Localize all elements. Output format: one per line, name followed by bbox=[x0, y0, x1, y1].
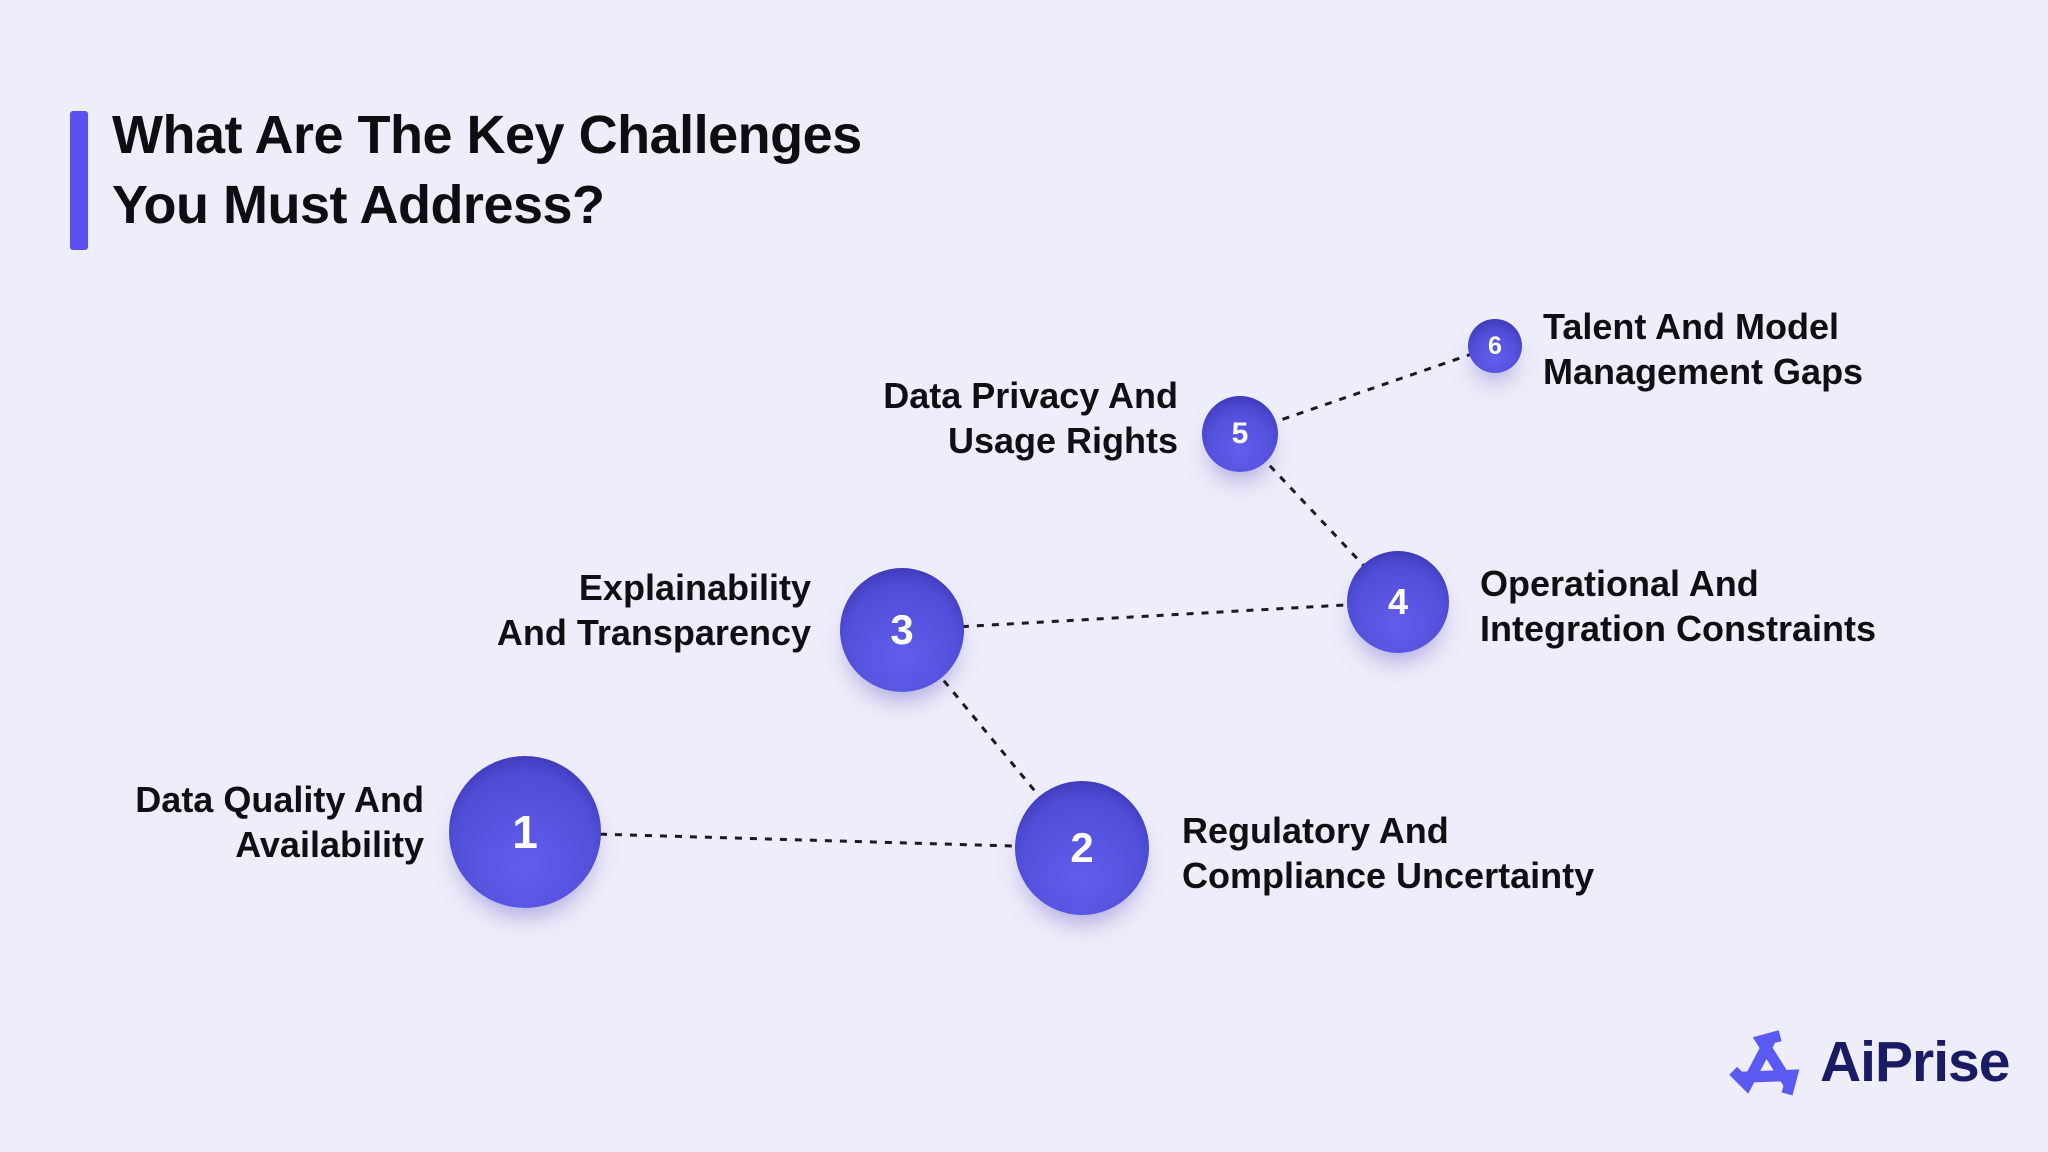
challenge-circle-6: 6 bbox=[1468, 319, 1522, 373]
challenge-label-6-line2: Management Gaps bbox=[1543, 351, 1864, 392]
challenge-circle-2: 2 bbox=[1015, 781, 1149, 915]
challenge-label-5-line1: Data Privacy And bbox=[883, 375, 1178, 416]
connector-line-5-6 bbox=[1239, 344, 1496, 436]
challenge-label-4-line2: Integration Constraints bbox=[1480, 608, 1877, 649]
page-title: What Are The Key Challenges You Must Add… bbox=[112, 100, 862, 240]
challenge-label-5: Data Privacy And Usage Rights bbox=[883, 373, 1178, 463]
challenge-number-1: 1 bbox=[512, 806, 538, 858]
challenge-number-4: 4 bbox=[1387, 581, 1409, 622]
page-title-line1: What Are The Key Challenges bbox=[112, 105, 862, 165]
title-accent-bar bbox=[70, 111, 88, 250]
challenge-number-2: 2 bbox=[1070, 824, 1094, 871]
challenge-number-3: 3 bbox=[890, 606, 914, 653]
brand-name: AiPrise bbox=[1820, 1030, 2010, 1094]
challenge-circle-4: 4 bbox=[1347, 551, 1449, 653]
challenge-label-1: Data Quality And Availability bbox=[135, 777, 424, 867]
challenge-circle-3: 3 bbox=[840, 568, 964, 692]
challenge-label-3-line1: Explainability bbox=[578, 567, 811, 608]
challenge-circle-5: 5 bbox=[1202, 396, 1278, 472]
challenge-label-6-line1: Talent And Model bbox=[1543, 306, 1839, 347]
challenge-label-5-line2: Usage Rights bbox=[947, 420, 1178, 461]
challenge-label-3: Explainability And Transparency bbox=[497, 565, 811, 655]
challenge-label-2: Regulatory And Compliance Uncertainty bbox=[1182, 808, 1594, 898]
challenge-label-3-line2: And Transparency bbox=[496, 612, 811, 653]
challenge-label-4-line1: Operational And bbox=[1480, 563, 1759, 604]
connector-line-3-4 bbox=[901, 600, 1399, 632]
challenge-label-2-line1: Regulatory And bbox=[1182, 810, 1449, 851]
challenge-label-4: Operational And Integration Constraints bbox=[1480, 561, 1876, 651]
challenge-number-6: 6 bbox=[1488, 331, 1502, 360]
challenge-label-1-line2: Availability bbox=[235, 824, 424, 865]
page-title-line2: You Must Address? bbox=[112, 175, 605, 235]
connector-line-1-2 bbox=[524, 830, 1083, 850]
aiprise-triangle-logo-icon bbox=[1729, 1020, 1806, 1104]
challenge-number-5: 5 bbox=[1231, 417, 1249, 450]
challenge-label-2-line2: Compliance Uncertainty bbox=[1182, 855, 1595, 896]
challenge-label-1-line1: Data Quality And bbox=[135, 779, 424, 820]
challenge-circle-1: 1 bbox=[449, 756, 601, 908]
challenge-label-6: Talent And Model Management Gaps bbox=[1543, 304, 1863, 394]
brand-logo: AiPrise bbox=[1726, 1020, 2010, 1104]
